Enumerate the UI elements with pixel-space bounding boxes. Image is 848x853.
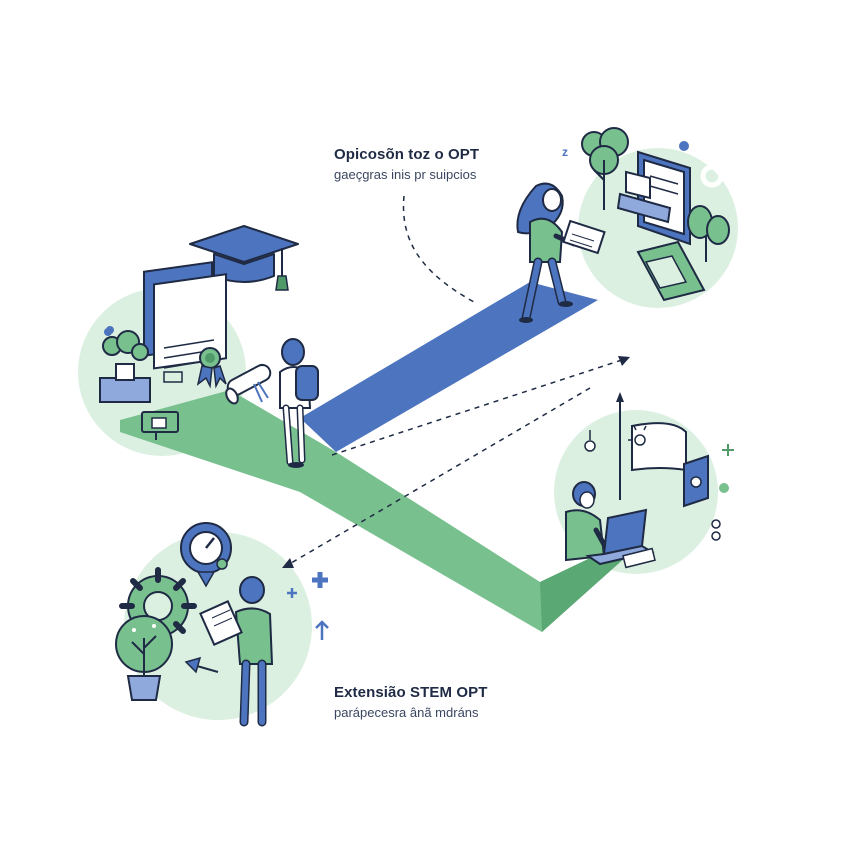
arrow-head-right: [618, 356, 630, 366]
trophy-plant-icon: [99, 326, 151, 403]
laptop-icon: [585, 508, 656, 569]
building-doorway-icon: [616, 150, 691, 246]
dot-icon: [104, 328, 112, 336]
blue-path: [300, 282, 598, 452]
plus-icon: [312, 572, 328, 588]
rolled-diploma-icon: [225, 363, 272, 405]
panel-device-icon: [683, 454, 709, 508]
plant-icon: [115, 615, 173, 701]
chain-icon: [711, 519, 721, 541]
plant-icon: [687, 205, 730, 262]
gauge-icon: [180, 522, 232, 588]
caption-bottom: Extensião STEM OPT parápecesra ânã mdrán…: [334, 684, 488, 720]
caption-top: Opicosõn toz o OPT gaeçgras inis pr suip…: [334, 146, 479, 182]
caption-top-title: Opicosõn toz o OPT: [334, 146, 480, 163]
woman-tablet-figure: [516, 182, 606, 323]
graduation-cap-icon: [189, 225, 299, 291]
dot-icon: [679, 141, 689, 151]
dashed-arrow-left: [285, 387, 591, 567]
green-path-edge: [540, 540, 636, 632]
caption-top-subtitle: gaeçgras inis pr suipcios: [334, 167, 477, 182]
person-tablet-figure: [199, 576, 274, 727]
caption-bottom-title: Extensião STEM OPT: [334, 684, 488, 701]
plus-icon: [722, 444, 734, 456]
person-laptop-figure: [565, 481, 609, 562]
dashed-connector-top: [402, 195, 475, 303]
arrow-icon: [184, 656, 219, 674]
tree-icon: [581, 127, 629, 210]
ribbon-badge-icon: [196, 347, 227, 389]
caption-bottom-subtitle: parápecesra ânã mdráns: [334, 705, 479, 720]
gear-icon: [700, 164, 724, 188]
plus-icon: [287, 588, 297, 598]
bulb-small-icon: [584, 430, 596, 452]
student-walking-figure: [279, 338, 319, 468]
diploma-certificate-icon: [143, 261, 227, 383]
dashed-arrow-right: [331, 357, 629, 456]
toolbox-icon: [636, 240, 706, 302]
arrow-head-left: [282, 558, 294, 568]
dot-icon: [719, 483, 729, 493]
ticket-icon: [141, 411, 179, 440]
zz-icon: z: [562, 145, 568, 159]
pin-icon: [315, 620, 329, 640]
green-path: [120, 390, 628, 632]
